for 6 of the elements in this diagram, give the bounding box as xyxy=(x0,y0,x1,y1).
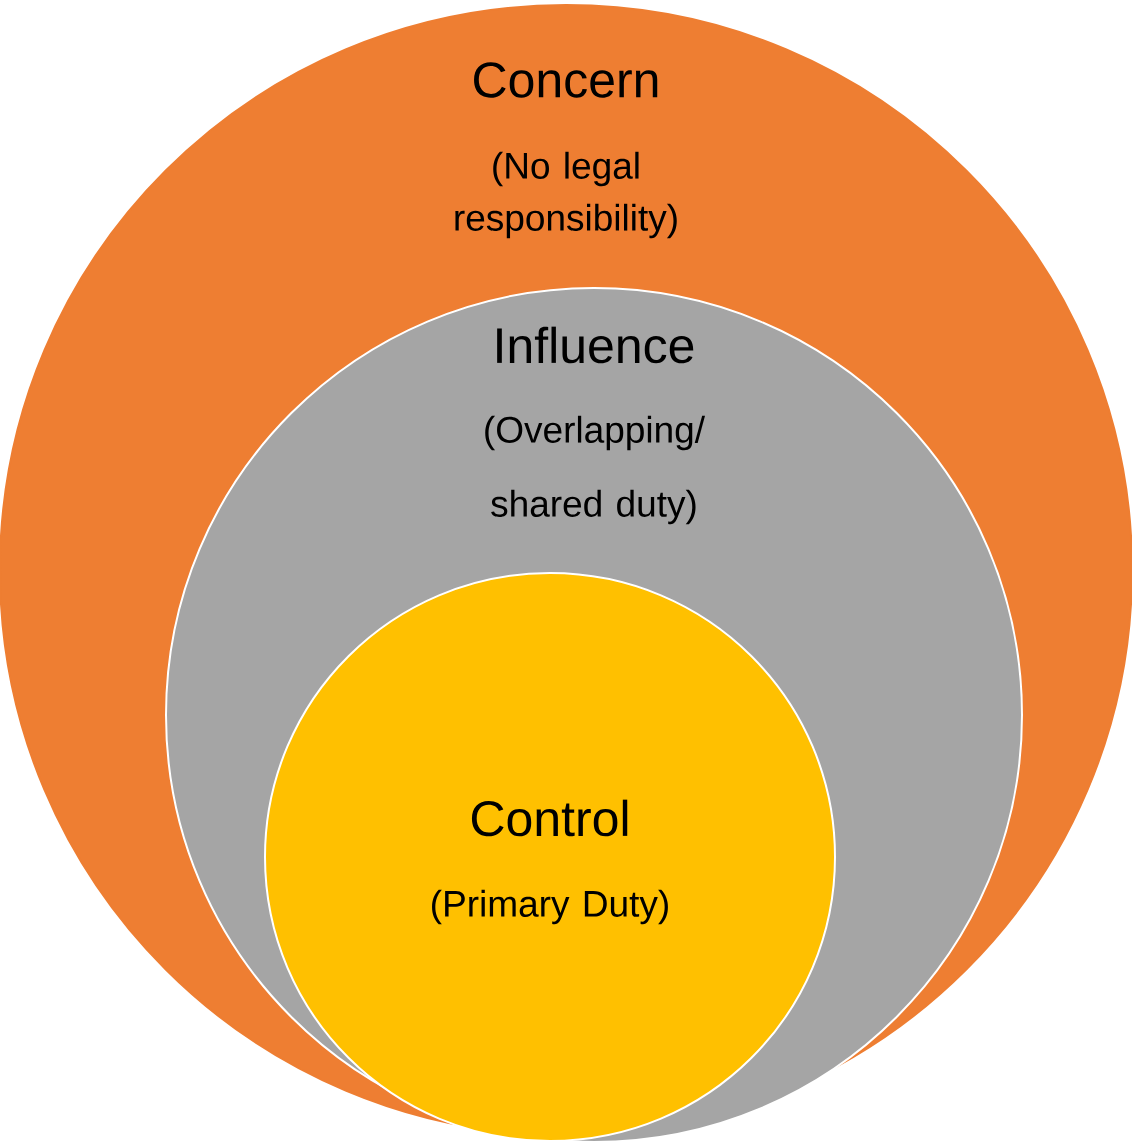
region-title: Concern xyxy=(474,62,658,98)
region-subtitle: (No legal responsibility) xyxy=(455,151,677,239)
region-title: Control xyxy=(471,799,628,837)
region-subtitle: (Overlapping/ shared duty) xyxy=(485,415,705,525)
region-subtitle: (Primary Duty) xyxy=(432,889,668,925)
region-title: Influence xyxy=(497,326,694,364)
